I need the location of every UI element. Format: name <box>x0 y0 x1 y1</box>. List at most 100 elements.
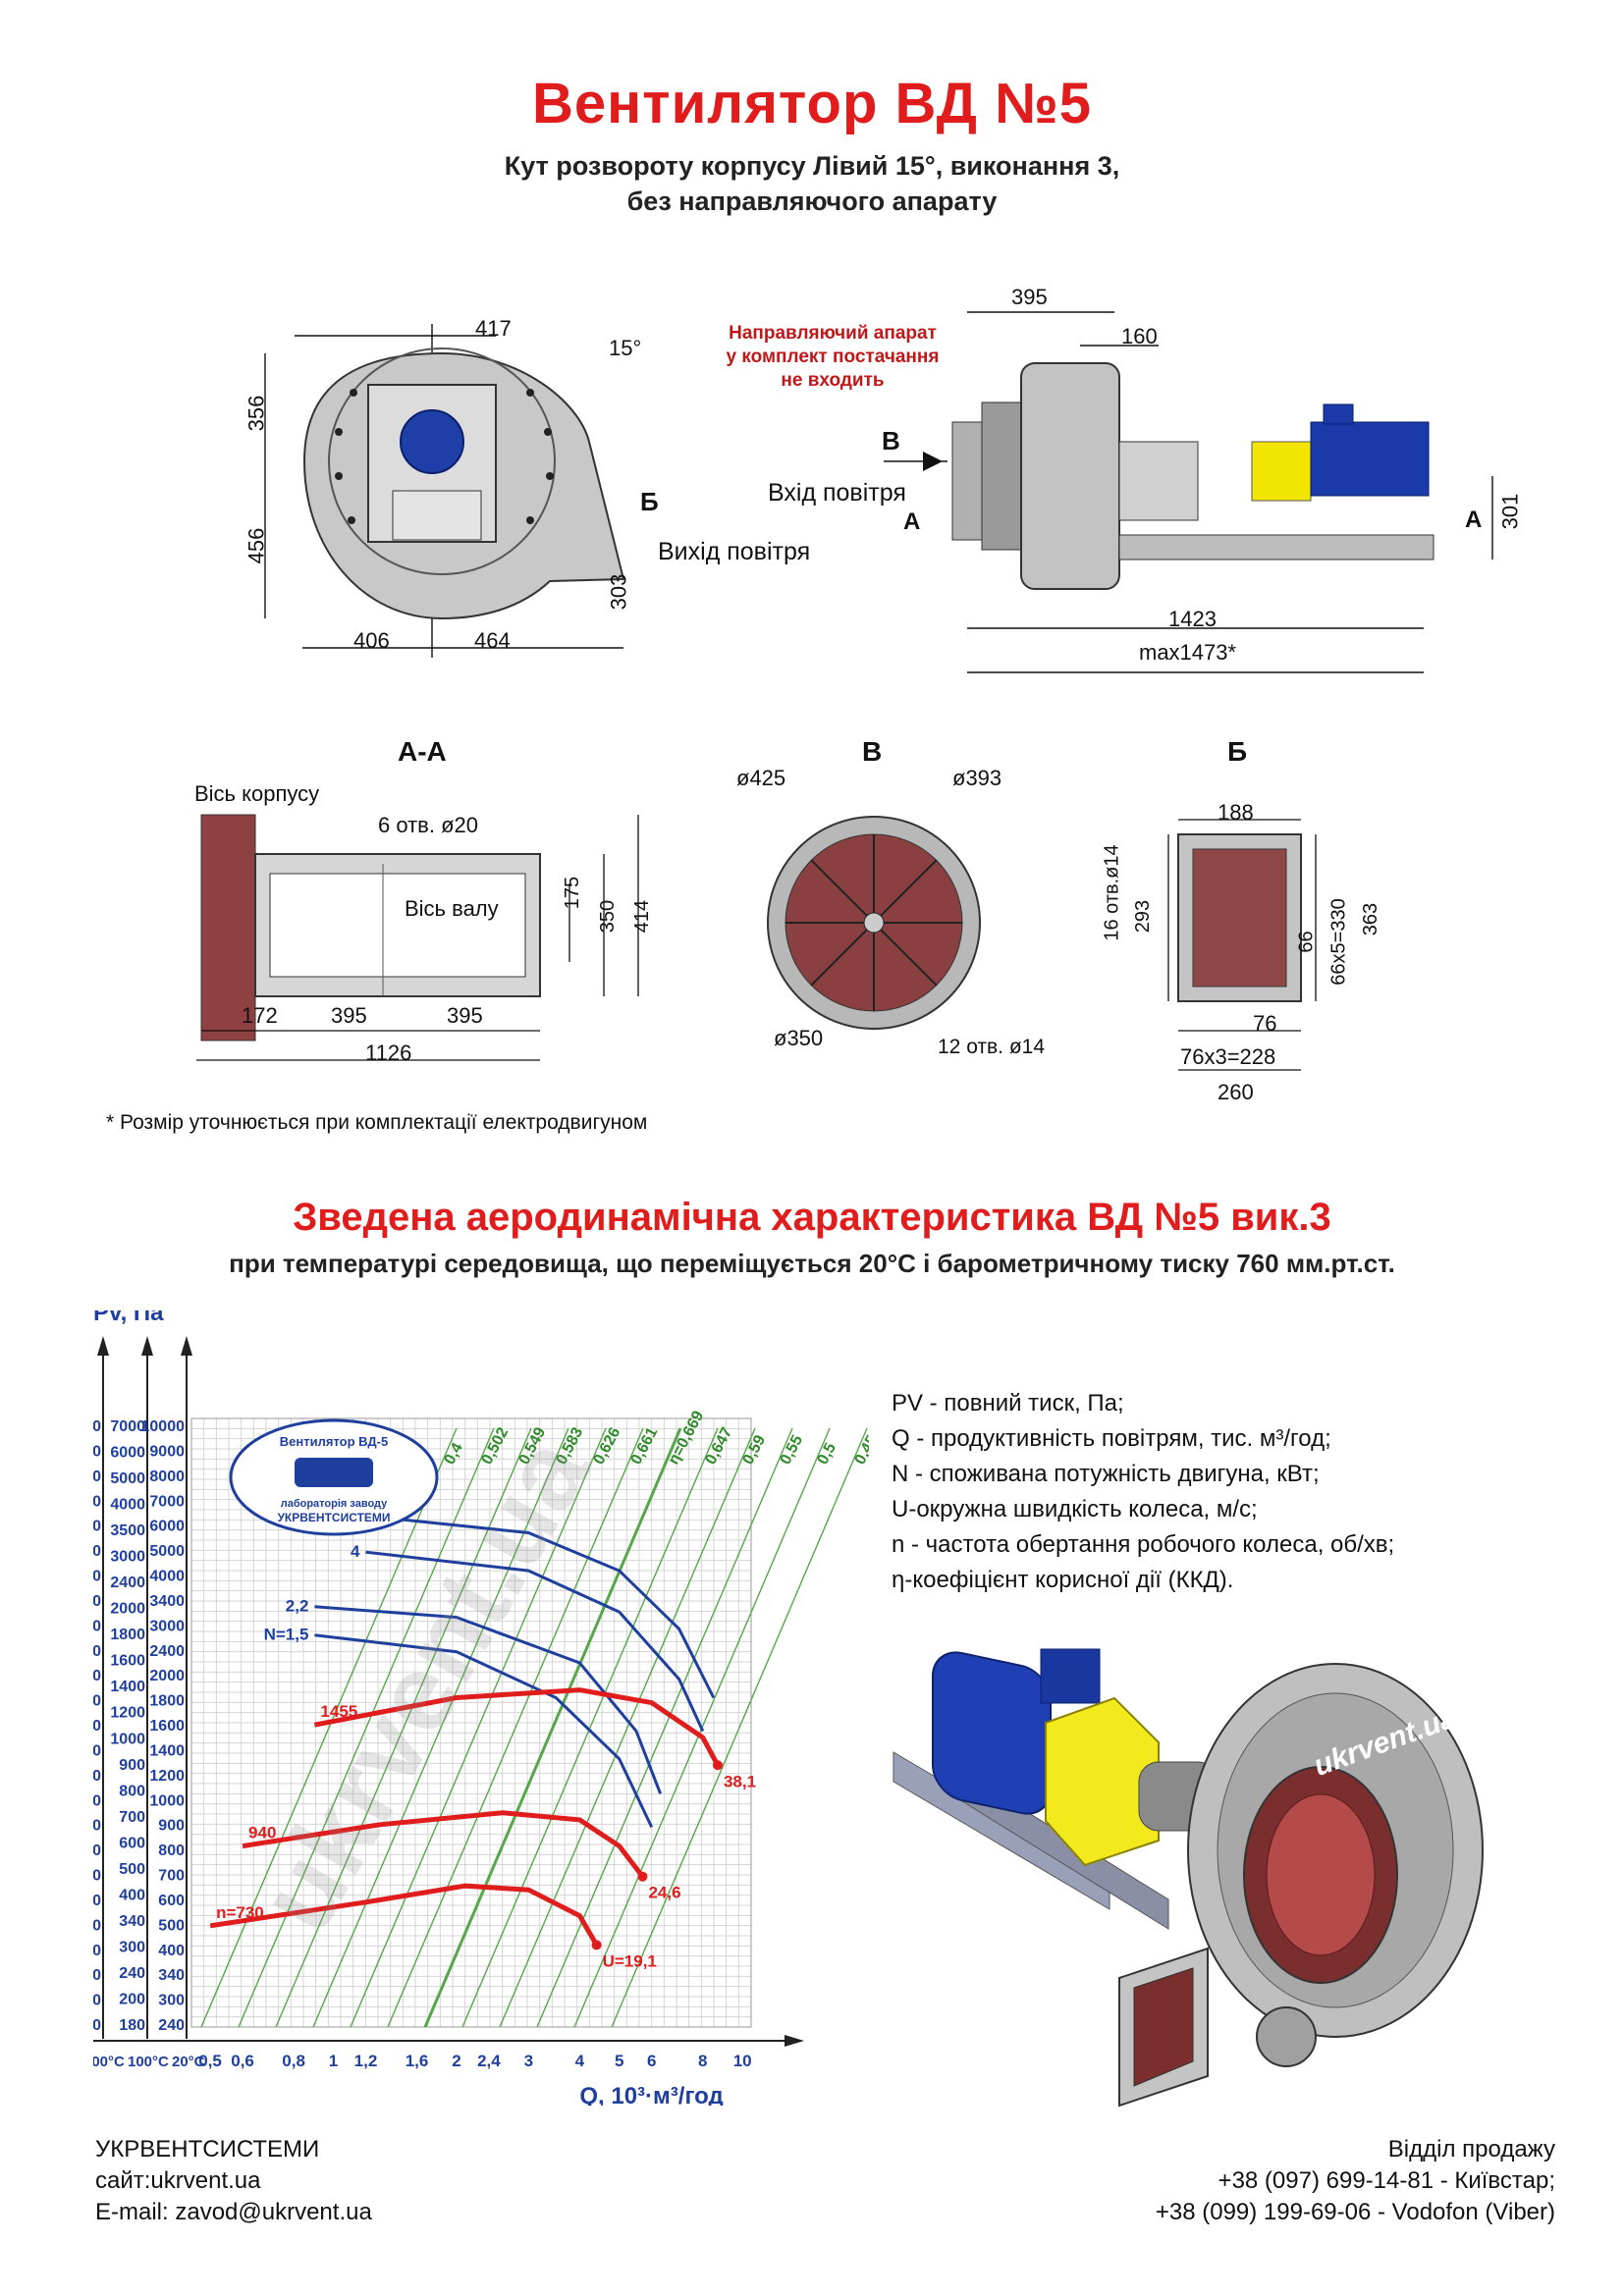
x-temp-label: 200°С <box>93 2054 125 2070</box>
y-axis-title: Pv, Па <box>93 1310 164 1326</box>
y-tick-label: 160 <box>93 1993 101 2009</box>
efficiency-label: 0,55 <box>778 1432 807 1468</box>
speed-curve <box>242 1810 645 1879</box>
y-tick-label: 240 <box>119 1965 145 1982</box>
y-tick-label: 600 <box>158 1893 185 1909</box>
dim-160: 160 <box>1121 324 1158 348</box>
speed-curve-endpoint <box>637 1871 648 1882</box>
y-tick-label: 2400 <box>110 1575 145 1591</box>
efficiency-label: 0,626 <box>591 1424 624 1467</box>
y-tick-label: 1600 <box>149 1718 185 1735</box>
y-tick-label: 6000 <box>149 1519 185 1535</box>
y-tick-label: 1200 <box>93 1668 101 1684</box>
efficiency-line <box>536 1427 793 2028</box>
dim-293: 293 <box>1132 899 1155 934</box>
section-aa-drawing <box>196 814 639 1061</box>
y-tick-label: 2000 <box>93 1569 101 1585</box>
chart-subtitle: при температурі середовища, що переміщує… <box>229 1249 1395 1278</box>
footer-site[interactable]: сайт:ukrvent.ua <box>95 2167 261 2194</box>
y-tick-label: 200 <box>119 1991 145 2007</box>
footer-email[interactable]: E-mail: zavod@ukrvent.ua <box>95 2199 372 2225</box>
x-tick-label: 5 <box>615 2052 623 2070</box>
dim-395-a: 395 <box>331 1003 367 1028</box>
y-axis-arrow-0 <box>97 1336 109 1356</box>
x-tick-label: 2,4 <box>477 2052 501 2070</box>
y-tick-label: 240 <box>93 1917 101 1934</box>
efficiency-line <box>611 1427 868 2028</box>
y-tick-label: 1200 <box>110 1705 145 1722</box>
y-tick-label: 300 <box>119 1939 145 1955</box>
y-tick-label: 240 <box>158 2017 185 2034</box>
y-tick-label: 400 <box>158 1943 185 1959</box>
page-subtitle-line2: без направляючого апарату <box>626 187 998 216</box>
dim-66x5: 66х5=330 <box>1327 898 1350 986</box>
y-tick-label: 500 <box>119 1861 145 1878</box>
y-tick-label: 700 <box>93 1768 101 1785</box>
y-tick-label: 1800 <box>110 1627 145 1643</box>
dim-d350: ø350 <box>774 1026 824 1050</box>
y-tick-label: 8000 <box>149 1468 185 1485</box>
speed-curve-label: 1455 <box>320 1702 357 1721</box>
b-holes-label: 16 отв.ø14 <box>1101 844 1123 941</box>
dim-303: 303 <box>606 573 631 611</box>
y-tick-label: 5000 <box>149 1543 185 1560</box>
dim-76x3: 76х3=228 <box>1180 1044 1276 1069</box>
y-tick-label: 1400 <box>110 1679 145 1695</box>
plot-frame <box>190 1417 752 2028</box>
dim-d393: ø393 <box>952 766 1002 790</box>
y-tick-label: 340 <box>158 1967 185 1984</box>
section-v-heading: В <box>862 736 883 767</box>
power-curve-label: 4 <box>351 1542 360 1561</box>
efficiency-line <box>200 1427 458 2028</box>
legend-line: η-коефіцієнт корисної дії (ККД). <box>892 1567 1234 1593</box>
power-curve <box>365 1550 705 1733</box>
chart-title: Зведена аеродинамічна характеристика ВД … <box>293 1196 1331 1239</box>
y-tick-label: 4000 <box>110 1497 145 1514</box>
y-tick-label: 800 <box>93 1742 101 1759</box>
x-axis-arrow <box>785 2035 804 2047</box>
section-mark-a-left: А <box>903 508 921 535</box>
power-curve-label: N=1,5 <box>264 1626 309 1644</box>
fan-side-view-drawing <box>884 311 1493 673</box>
speed-curve-label: n=730 <box>216 1903 264 1922</box>
note-line-2: у комплект постачання <box>726 347 940 367</box>
y-tick-label: 2500 <box>93 1543 101 1560</box>
dim-angle-15: 15° <box>609 336 642 360</box>
outlet-label: Вихід повітря <box>658 538 811 565</box>
y-tick-label: 3400 <box>149 1593 185 1610</box>
y-axis-arrow-2 <box>181 1336 192 1356</box>
y-tick-label: 500 <box>93 1818 101 1835</box>
x-temp-label: 100°С <box>128 2054 169 2070</box>
legend-line: Q - продуктивність повітрям, тис. м³/год… <box>892 1425 1331 1452</box>
y-tick-label: 3000 <box>93 1519 101 1535</box>
footer-phone-1[interactable]: +38 (097) 699-14-81 - Київстар; <box>1218 2167 1555 2194</box>
y-tick-label: 400 <box>119 1887 145 1903</box>
speed-curve-end-label: 24,6 <box>648 1884 680 1902</box>
dim-456: 456 <box>244 527 269 564</box>
x-tick-label: 0,8 <box>282 2052 305 2070</box>
dim-414: 414 <box>631 899 654 934</box>
dim-301: 301 <box>1497 493 1523 530</box>
speed-curve-end-label: U=19,1 <box>603 1951 657 1970</box>
y-tick-label: 900 <box>93 1718 101 1735</box>
y-tick-label: 340 <box>93 1868 101 1885</box>
axis-shaft-label: Вісь валу <box>405 896 499 921</box>
efficiency-line <box>387 1427 644 2028</box>
y-tick-label: 500 <box>158 1917 185 1934</box>
section-mark-b: Б <box>640 487 659 516</box>
page-subtitle-line1: Кут розвороту корпусу Лівий 15°, виконан… <box>504 151 1120 181</box>
y-tick-label: 800 <box>119 1783 145 1799</box>
v-holes-label: 12 отв. ø14 <box>938 1036 1046 1058</box>
footer-phone-2[interactable]: +38 (099) 199-69-06 - Vodofon (Viber) <box>1155 2199 1555 2225</box>
y-tick-label: 4000 <box>149 1569 185 1585</box>
dim-350: 350 <box>597 899 620 934</box>
power-curve <box>314 1633 654 1829</box>
section-mark-a-right: А <box>1465 507 1483 533</box>
dim-76: 76 <box>1253 1011 1277 1036</box>
y-tick-label: 300 <box>93 1893 101 1909</box>
y-tick-label: 1800 <box>149 1693 185 1710</box>
y-tick-label: 1200 <box>149 1768 185 1785</box>
aa-holes-label: 6 отв. ø20 <box>378 813 478 837</box>
x-tick-label: 6 <box>647 2052 656 2070</box>
guide-apparatus-note: Направляючий апарат у комплект постачанн… <box>695 322 970 393</box>
